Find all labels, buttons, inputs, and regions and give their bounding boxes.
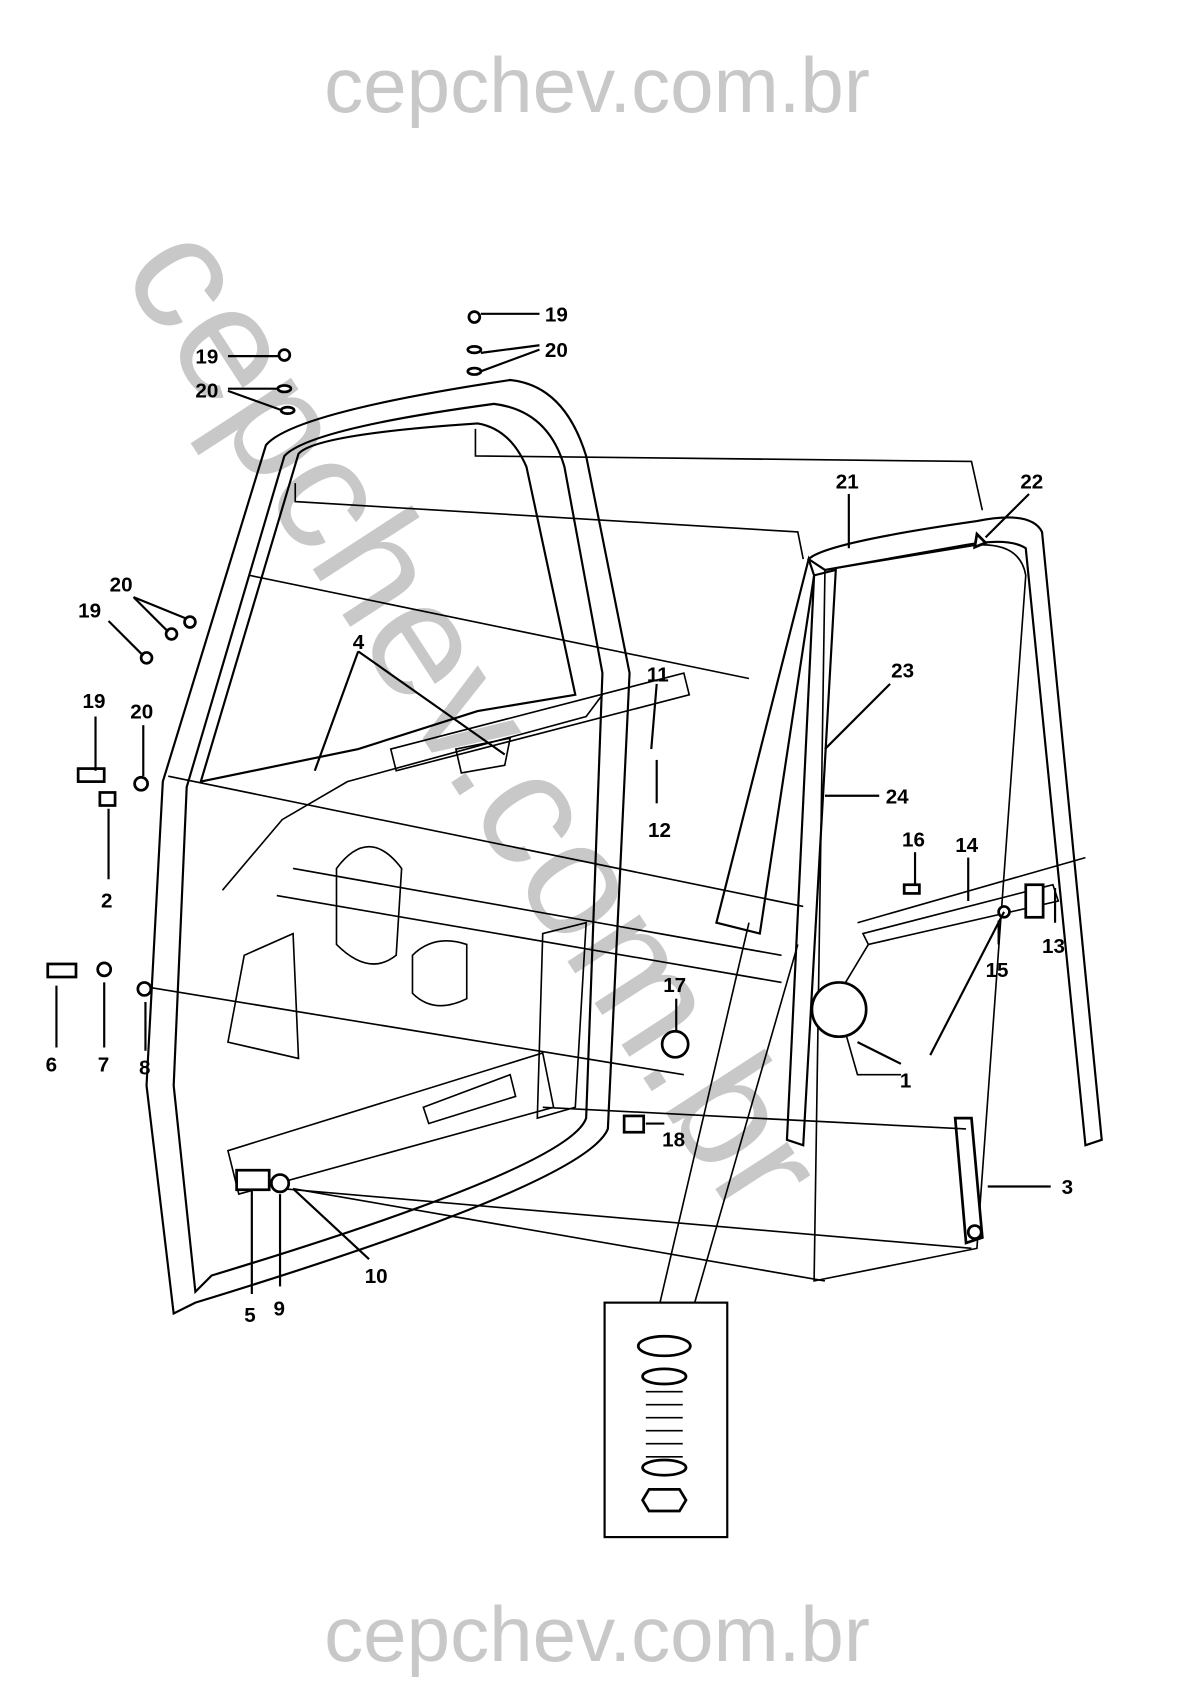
callout-18: 18	[662, 1128, 685, 1151]
callout-19: 19	[82, 690, 105, 713]
callout-leaders	[55, 312, 1057, 1294]
callout-2: 2	[101, 890, 112, 913]
leader-lines	[151, 428, 984, 1303]
callout-17: 17	[663, 974, 686, 997]
callout-19: 19	[78, 600, 101, 623]
callout-9: 9	[274, 1298, 285, 1321]
callout-24: 24	[886, 785, 909, 808]
callout-21: 21	[836, 471, 859, 494]
callout-4: 4	[353, 631, 365, 654]
callout-20: 20	[110, 574, 133, 597]
callout-16: 16	[902, 829, 925, 852]
callout-10: 10	[365, 1265, 388, 1288]
watermark-bottom: cepchev.com.br	[324, 1590, 870, 1678]
callout-20: 20	[130, 701, 153, 724]
callout-7: 7	[98, 1053, 109, 1076]
callout-19: 19	[195, 346, 218, 369]
callout-5: 5	[244, 1304, 255, 1327]
callout-8: 8	[139, 1057, 150, 1080]
door-panel	[145, 378, 691, 1316]
callout-1: 1	[900, 1070, 911, 1093]
callout-labels: 19 20 19 20 20 19 19 20 2 4 11 12 21 22 …	[46, 303, 1073, 1327]
callout-19: 19	[545, 303, 568, 326]
callout-11: 11	[647, 664, 669, 687]
callout-22: 22	[1020, 471, 1043, 494]
callout-20: 20	[195, 379, 218, 402]
callout-15: 15	[986, 959, 1009, 982]
callout-13: 13	[1042, 935, 1065, 958]
watermark-top: cepchev.com.br	[324, 41, 870, 129]
callout-23: 23	[891, 659, 914, 682]
callout-12: 12	[648, 819, 671, 842]
spring-detail-box	[603, 1301, 729, 1539]
callout-6: 6	[46, 1053, 57, 1076]
callout-14: 14	[955, 834, 978, 857]
callout-20: 20	[545, 339, 568, 362]
callout-3: 3	[1062, 1176, 1073, 1199]
